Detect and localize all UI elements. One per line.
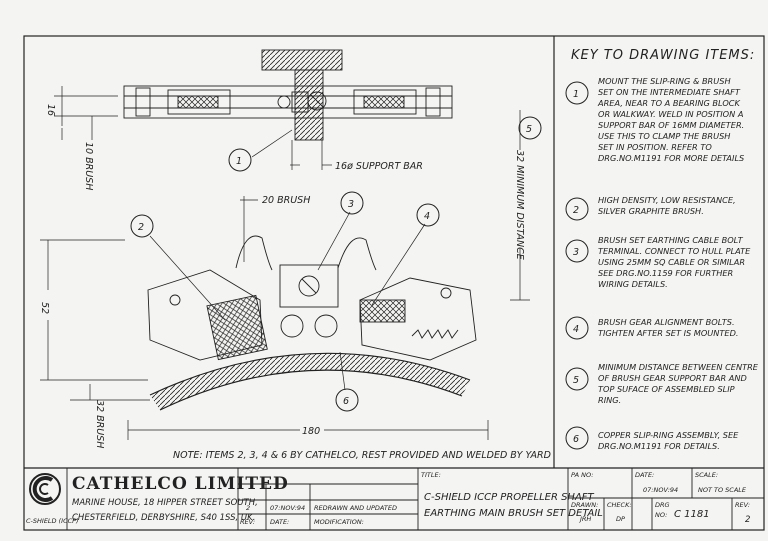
drg-no-label: NO: <box>655 511 667 519</box>
key-item-number: 3 <box>573 247 579 258</box>
title-line2: EARTHING MAIN BRUSH SET DETAIL <box>424 508 603 519</box>
support-bar-label: 16ø SUPPORT BAR <box>335 161 423 172</box>
rev-header: REV: <box>735 501 750 509</box>
key-item-number: 6 <box>573 434 579 445</box>
balloon-4: 4 <box>416 203 440 227</box>
key-line: AREA, NEAR TO A BEARING BLOCK <box>597 98 741 108</box>
key-line: SET IN POSITION. REFER TO <box>598 142 712 152</box>
dim-16: 16 <box>45 104 56 116</box>
key-item-number: 5 <box>573 375 579 386</box>
key-item-2: 2 HIGH DENSITY, LOW RESISTANCE, SILVER G… <box>565 195 736 221</box>
key-line: SET ON THE INTERMEDIATE SHAFT <box>598 87 741 97</box>
dim-10-brush: 10 BRUSH <box>83 142 94 190</box>
dim-20-brush: 20 BRUSH <box>262 195 310 206</box>
rev-value: 2 <box>745 515 750 525</box>
drg-number: C 1181 <box>674 509 710 520</box>
balloon-number: 4 <box>424 211 430 222</box>
balloon-number: 1 <box>236 156 242 167</box>
key-line: WIRING DETAILS. <box>598 279 668 289</box>
key-line: TERMINAL. CONNECT TO HULL PLATE <box>598 246 751 256</box>
drawing-note: NOTE: ITEMS 2, 3, 4 & 6 BY CATHELCO, RES… <box>173 450 551 461</box>
key-line: SEE DRG.NO.1159 FOR FURTHER <box>598 268 733 278</box>
key-line: USE THIS TO CLAMP THE BRUSH <box>598 131 730 141</box>
key-line: MOUNT THE SLIP-RING & BRUSH <box>598 76 731 86</box>
date-value: 07:NOV:94 <box>643 486 678 494</box>
pa-label: PA NO: <box>571 471 593 479</box>
key-line: DRG.NO.M1191 FOR DETAILS. <box>598 441 720 451</box>
key-line: MINIMUM DISTANCE BETWEEN CENTRE <box>598 362 759 372</box>
key-item-3: 3 BRUSH SET EARTHING CABLE BOLT TERMINAL… <box>565 235 751 289</box>
key-line: TOP SUFACE OF ASSEMBLED SLIP <box>598 384 735 394</box>
balloon-2: 2 <box>130 214 154 238</box>
drawn-label: DRAWN: <box>571 501 598 509</box>
dim-32-min-label: 32 MINIMUM DISTANCE <box>514 150 525 260</box>
key-line: SILVER GRAPHITE BRUSH. <box>598 206 704 216</box>
balloon-number: 3 <box>348 199 354 210</box>
title-label: TITLE: <box>421 471 441 479</box>
date-header: DATE: <box>635 471 654 479</box>
dim-32-brush: 32 BRUSH <box>94 400 105 448</box>
scale-label: SCALE: <box>695 471 718 479</box>
balloon-5: 5 <box>518 116 542 140</box>
balloon-number: 5 <box>526 124 532 135</box>
cathelco-logo <box>29 473 61 505</box>
modification-label: MODIFICATION: <box>314 518 364 526</box>
sheet-border <box>23 35 765 531</box>
balloon-number: 6 <box>343 396 349 407</box>
balloon-6: 6 <box>335 388 359 412</box>
rev-number: 2 <box>246 504 250 512</box>
check-value: DP <box>616 515 625 523</box>
front-view <box>147 235 477 411</box>
title-line1: C-SHIELD ICCP PROPELLER SHAFT <box>424 492 595 503</box>
title-block <box>66 468 764 530</box>
key-line: RING. <box>598 395 621 405</box>
key-line: BRUSH GEAR ALIGNMENT BOLTS. <box>598 317 735 327</box>
key-item-5: 5 MINIMUM DISTANCE BETWEEN CENTRE OF BRU… <box>565 362 759 405</box>
key-item-1: 1 MOUNT THE SLIP-RING & BRUSH SET ON THE… <box>565 76 744 163</box>
company-name: CATHELCO LIMITED <box>72 474 289 494</box>
key-line: OR WALKWAY. WELD IN POSITION A <box>598 109 744 119</box>
balloon-number: 2 <box>138 222 144 233</box>
balloon-1: 1 <box>228 148 252 172</box>
key-line: SUPPORT BAR OF 16MM DIAMETER. <box>598 120 744 130</box>
address-line1: MARINE HOUSE, 18 HIPPER STREET SOUTH, <box>72 498 258 508</box>
dim-52: 52 <box>39 302 50 314</box>
balloon-3: 3 <box>340 191 364 215</box>
dim-32-min <box>510 110 530 301</box>
date-label: DATE: <box>270 518 289 526</box>
key-line: DRG.NO.M1191 FOR MORE DETAILS <box>598 153 744 163</box>
key-item-number: 1 <box>573 89 579 100</box>
front-view-dims <box>40 196 489 440</box>
drawn-value: JRH <box>578 515 591 523</box>
drg-label: DRG <box>655 501 670 509</box>
scale-value: NOT TO SCALE <box>698 486 747 494</box>
dim-180: 180 <box>302 426 320 437</box>
key-item-6: 6 COPPER SLIP-RING ASSEMBLY, SEE DRG.NO.… <box>565 426 739 451</box>
rev-label: REV: <box>240 518 255 526</box>
key-item-number: 4 <box>573 324 579 335</box>
key-line: USING 25MM SQ CABLE OR SIMILAR <box>598 257 745 267</box>
key-line: TIGHTEN AFTER SET IS MOUNTED. <box>598 328 739 338</box>
top-view-dims <box>54 86 332 170</box>
key-title: KEY TO DRAWING ITEMS: <box>571 48 755 63</box>
top-view <box>123 49 453 141</box>
logo-caption: C-SHIELD (ICCP) <box>26 517 79 525</box>
rev-date: 07:NOV:94 <box>270 504 305 512</box>
key-item-4: 4 BRUSH GEAR ALIGNMENT BOLTS. TIGHTEN AF… <box>565 316 739 340</box>
address-line2: CHESTERFIELD, DERBYSHIRE, S40 1SS, UK. <box>72 513 255 523</box>
key-line: OF BRUSH GEAR SUPPORT BAR AND <box>598 373 747 383</box>
key-item-number: 2 <box>573 205 579 216</box>
check-label: CHECK: <box>607 501 632 509</box>
key-line: BRUSH SET EARTHING CABLE BOLT <box>598 235 744 245</box>
rev-modification: REDRAWN AND UPDATED <box>314 504 397 512</box>
key-line: HIGH DENSITY, LOW RESISTANCE, <box>598 195 736 205</box>
key-line: COPPER SLIP-RING ASSEMBLY, SEE <box>598 430 739 440</box>
